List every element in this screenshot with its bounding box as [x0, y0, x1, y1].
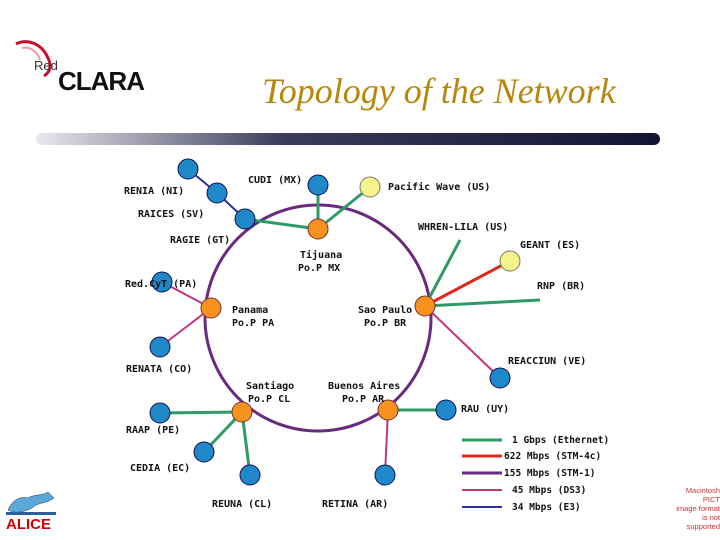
legend-label-45: 45 Mbps (DS3) [512, 485, 586, 496]
logo-clara-text: CLARA [58, 66, 145, 96]
label-pop-buenosaires-2: Po.P AR [342, 394, 385, 405]
label-pop-tijuana-2: Po.P MX [298, 263, 340, 274]
label-ragie: RAGIE (GT) [170, 235, 230, 246]
link-pacific-tijuana [317, 185, 371, 231]
label-redcyt: Red.CyT (PA) [125, 279, 197, 290]
label-pop-buenosaires-1: Buenos Aires [328, 380, 400, 392]
node-renata [149, 336, 171, 358]
label-reuna: REUNA (CL) [212, 499, 272, 510]
alice-logo-text: ALICE [6, 516, 51, 533]
link-rnp-saopaulo [424, 298, 541, 308]
label-reacciun: REACCIUN (VE) [508, 356, 586, 367]
node-cedia [193, 441, 215, 463]
page-title: Topology of the Network [262, 71, 616, 111]
label-retina: RETINA (AR) [322, 499, 388, 510]
node-retina [374, 464, 396, 486]
node-geant [499, 250, 521, 272]
link-whren-saopaulo [423, 239, 462, 307]
label-cedia: CEDIA (EC) [130, 463, 190, 474]
link-raap-santiago [159, 410, 243, 415]
node-renia [177, 158, 199, 180]
legend-label-622: 622 Mbps (STM-4c) [504, 451, 601, 462]
link-raices-tijuana [244, 217, 319, 231]
pop-saopaulo [414, 295, 436, 317]
pict-line-3: is not supported [686, 513, 720, 531]
label-raices: RAICES (SV) [138, 209, 204, 220]
logo-swirl-icon [15, 40, 52, 78]
node-reuna [239, 464, 261, 486]
pict-unsupported-notice: Macintosh PICT image format is not suppo… [668, 486, 720, 531]
logo-red-text: Red [34, 58, 58, 73]
label-pop-panama-2: Po.P PA [232, 318, 274, 329]
pop-panama [200, 297, 222, 319]
label-whren: WHREN-LILA (US) [418, 222, 508, 233]
redclara-logo: Red CLARA [8, 38, 145, 108]
link-renata-panama [159, 307, 212, 348]
pop-santiago [231, 401, 253, 423]
link-geant-saopaulo [424, 259, 511, 308]
label-pop-panama-1: Panama [232, 305, 268, 316]
alice-logo [2, 488, 60, 538]
pop-tijuana [307, 218, 329, 240]
pop-buenosaires [377, 399, 399, 421]
label-pop-tijuana-1: Tijuana [300, 249, 342, 261]
node-raices-small [206, 182, 228, 204]
node-reacciun [489, 367, 511, 389]
legend: 1 Gbps (Ethernet) 622 Mbps (STM-4c) 155 … [462, 435, 609, 513]
label-pop-saopaulo-2: Po.P BR [364, 318, 407, 329]
alice-map-icon [6, 491, 56, 515]
node-raap [149, 402, 171, 424]
label-renia: RENIA (NI) [124, 186, 184, 197]
node-raices [234, 208, 256, 230]
label-geant: GEANT (ES) [520, 240, 580, 251]
label-pop-santiago-1: Santiago [246, 380, 294, 392]
legend-label-155: 155 Mbps (STM-1) [504, 468, 596, 479]
link-retina-buenosaires [384, 409, 389, 476]
legend-label-34: 34 Mbps (E3) [512, 502, 581, 513]
label-cudi: CUDI (MX) [248, 175, 302, 186]
label-pacific: Pacific Wave (US) [388, 181, 490, 193]
node-rau [435, 399, 457, 421]
pict-line-1: Macintosh PICT [685, 486, 720, 504]
label-pop-santiago-2: Po.P CL [248, 394, 290, 405]
label-rau: RAU (UY) [461, 404, 509, 415]
node-cudi [307, 174, 329, 196]
node-redcyt [151, 271, 173, 293]
legend-label-1gbps: 1 Gbps (Ethernet) [512, 435, 609, 446]
link-reuna-santiago [240, 411, 252, 476]
label-raap: RAAP (PE) [126, 425, 180, 436]
label-renata: RENATA (CO) [126, 364, 192, 375]
title-rule [36, 133, 660, 145]
pict-line-2: image format [676, 504, 720, 513]
label-rnp: RNP (BR) [537, 281, 585, 292]
node-pacific [359, 176, 381, 198]
link-reacciun-saopaulo [424, 305, 501, 379]
label-pop-saopaulo-1: Sao Paulo [358, 305, 412, 316]
